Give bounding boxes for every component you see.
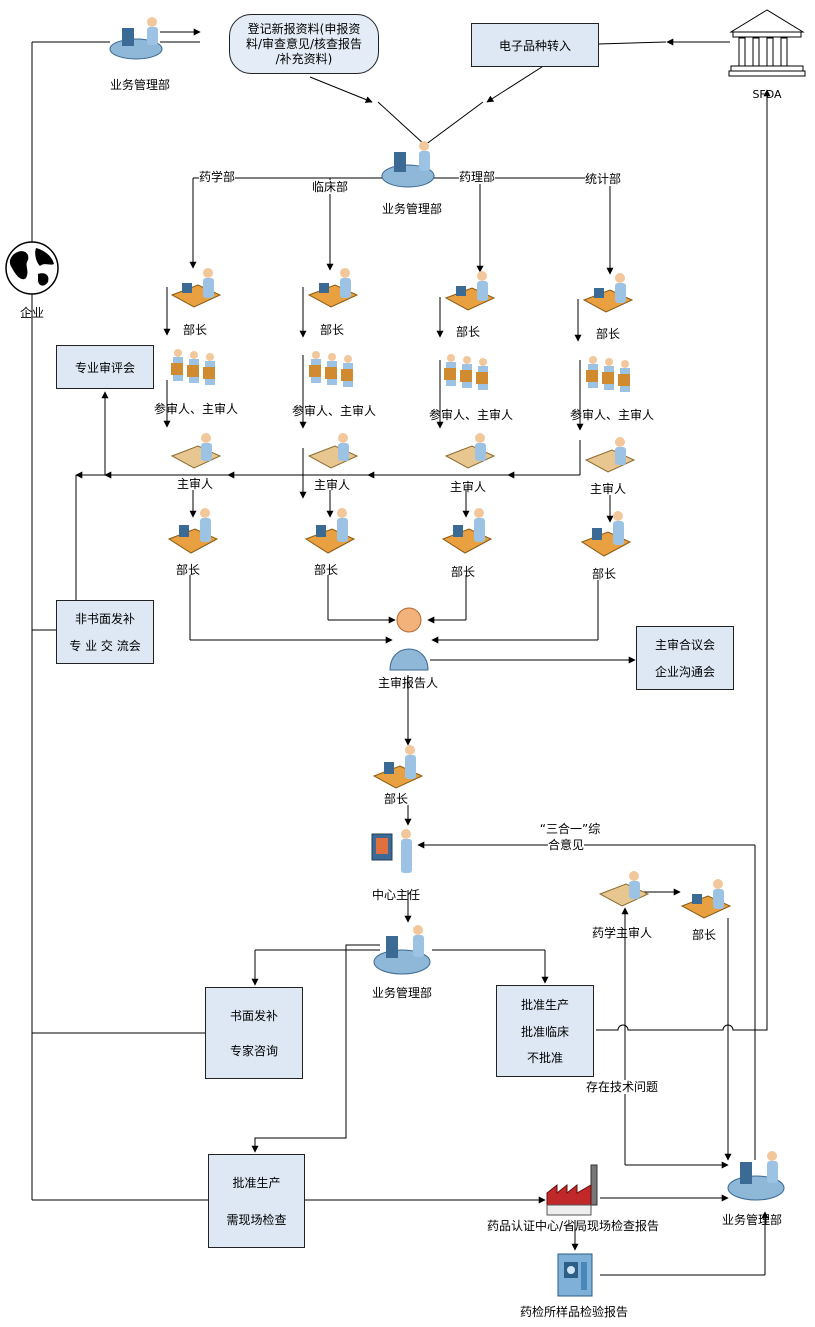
reviewer-group-icon bbox=[171, 349, 215, 385]
head-icon bbox=[580, 511, 632, 557]
co-reviewers-label: 参审人、主审人 bbox=[153, 402, 239, 416]
onsite-inspection-box: 批准生产 需现场检查 bbox=[208, 1154, 305, 1248]
lab-report-label: 药检所样品检验报告 bbox=[519, 1305, 629, 1319]
main-reviewer-icon bbox=[444, 433, 496, 469]
lab-cabinet-icon bbox=[557, 1253, 593, 1297]
dept-statistics-label: 统计部 bbox=[584, 172, 622, 186]
computer-worker-icon bbox=[381, 141, 435, 188]
head-label: 部长 bbox=[383, 792, 409, 806]
computer-worker-icon bbox=[727, 1151, 785, 1201]
head-label: 部长 bbox=[591, 567, 617, 581]
submit-line-3: /补充资料) bbox=[275, 51, 333, 66]
head-icon bbox=[582, 273, 634, 313]
head-icon bbox=[307, 268, 359, 308]
submit-materials-box: 登记新报资料(申报资 料/审查意见/核查报告 /补充资料) bbox=[229, 14, 379, 74]
submit-line-2: 料/审查意见/核查报告 bbox=[245, 36, 363, 51]
cert-center-label: 药品认证中心/省局现场检查报告 bbox=[486, 1219, 660, 1233]
head-icon bbox=[170, 268, 222, 308]
pharm-reviewer-label: 药学主审人 bbox=[591, 926, 653, 940]
head-icon bbox=[304, 508, 356, 554]
main-reviewer-label: 主审人 bbox=[313, 478, 351, 492]
sfda-building-icon bbox=[728, 9, 806, 77]
joint-meeting-box: 主审合议会 企业沟通会 bbox=[636, 626, 734, 690]
expert-meeting-box: 专业审评会 bbox=[56, 345, 154, 389]
globe-icon bbox=[5, 241, 59, 295]
head-label: 部长 bbox=[313, 563, 339, 577]
dept-pharmacology-label: 药理部 bbox=[458, 170, 496, 184]
head-label: 部长 bbox=[691, 928, 717, 942]
head-icon bbox=[372, 745, 424, 789]
co-reviewers-label: 参审人、主审人 bbox=[569, 408, 655, 422]
director-icon bbox=[371, 829, 412, 873]
computer-worker-icon bbox=[109, 17, 163, 60]
head-icon bbox=[680, 879, 732, 919]
co-reviewers-label: 参审人、主审人 bbox=[428, 408, 514, 422]
enterprise-label: 企业 bbox=[19, 306, 45, 320]
head-label: 部长 bbox=[182, 323, 208, 337]
rapporteur-person-icon bbox=[389, 607, 429, 671]
reviewer-group-icon bbox=[309, 351, 353, 387]
head-icon bbox=[444, 271, 496, 311]
three-in-one-label-1: “三合一”综 bbox=[539, 822, 601, 836]
reviewer-group-icon bbox=[586, 356, 630, 392]
main-reviewer-icon bbox=[307, 433, 359, 469]
main-reviewer-icon bbox=[584, 437, 636, 473]
nonwritten-box: 非书面发补 专 业 交 流会 bbox=[56, 600, 154, 664]
biz-dept-bottom-label: 业务管理部 bbox=[371, 986, 433, 1000]
e-transfer-box: 电子品种转入 bbox=[471, 23, 599, 67]
three-in-one-label-2: 合意见 bbox=[547, 838, 585, 852]
main-reviewer-icon bbox=[170, 433, 222, 469]
head-icon bbox=[441, 508, 493, 554]
dept-pharmacy-label: 药学部 bbox=[198, 170, 236, 184]
head-label: 部长 bbox=[450, 565, 476, 579]
computer-worker-icon bbox=[373, 925, 431, 975]
reviewer-group-icon bbox=[444, 354, 488, 390]
head-label: 部长 bbox=[175, 563, 201, 577]
co-reviewers-label: 参审人、主审人 bbox=[291, 404, 377, 418]
center-director-label: 中心主任 bbox=[371, 888, 421, 902]
main-reviewer-label: 主审人 bbox=[176, 477, 214, 491]
head-label: 部长 bbox=[319, 323, 345, 337]
main-reviewer-label: 主审人 bbox=[589, 482, 627, 496]
decision-box: 批准生产 批准临床 不批准 bbox=[496, 985, 594, 1077]
head-label: 部长 bbox=[455, 325, 481, 339]
factory-icon bbox=[546, 1164, 598, 1216]
main-reviewer-label: 主审人 bbox=[449, 480, 487, 494]
biz-dept-top-label: 业务管理部 bbox=[109, 78, 171, 92]
submit-line-1: 登记新报资料(申报资 bbox=[247, 21, 361, 36]
biz-dept-mid-label: 业务管理部 bbox=[381, 202, 443, 216]
dept-clinical-label: 临床部 bbox=[311, 180, 349, 194]
biz-dept-final-label: 业务管理部 bbox=[721, 1213, 783, 1227]
head-icon bbox=[167, 508, 219, 554]
rapporteur-label: 主审报告人 bbox=[377, 676, 439, 690]
sfda-label: SFDA bbox=[752, 88, 782, 101]
pharm-reviewer-icon bbox=[598, 871, 650, 907]
head-label: 部长 bbox=[595, 327, 621, 341]
written-supplement-box: 书面发补 专家咨询 bbox=[205, 987, 303, 1079]
tech-issue-label: 存在技术问题 bbox=[585, 1080, 659, 1094]
